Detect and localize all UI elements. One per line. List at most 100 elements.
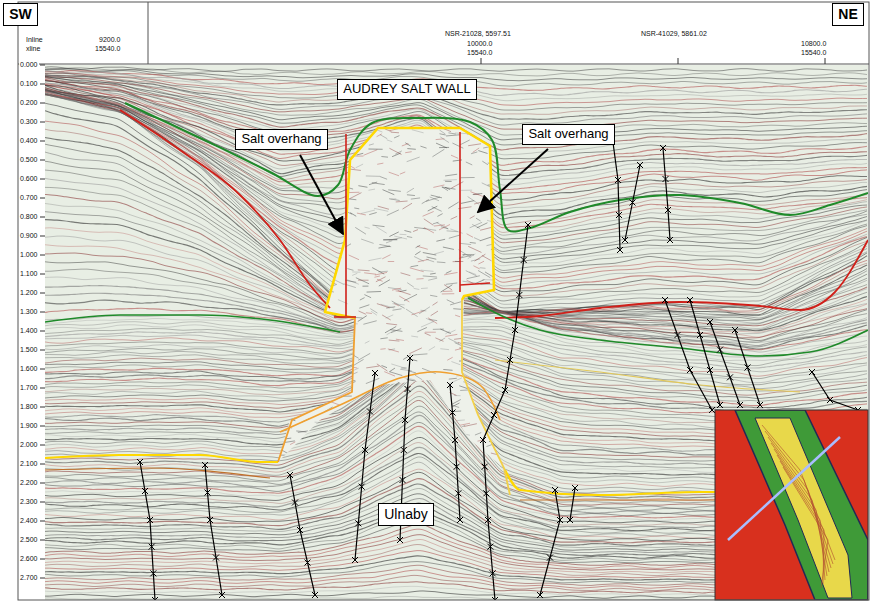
salt-chaotic-texture bbox=[388, 261, 394, 262]
salt-chaotic-texture bbox=[279, 379, 289, 382]
salt-chaotic-texture bbox=[384, 460, 397, 466]
salt-chaotic-texture bbox=[480, 296, 488, 299]
salt-chaotic-texture bbox=[278, 226, 290, 227]
salt-chaotic-texture bbox=[308, 339, 319, 346]
salt-chaotic-texture bbox=[494, 261, 504, 263]
salt-chaotic-texture bbox=[310, 306, 323, 309]
salt-chaotic-texture bbox=[342, 449, 354, 457]
salt-chaotic-texture bbox=[293, 287, 299, 289]
salt-chaotic-texture bbox=[466, 350, 480, 351]
salt-chaotic-texture bbox=[491, 464, 498, 466]
salt-chaotic-texture bbox=[421, 288, 428, 290]
salt-chaotic-texture bbox=[287, 240, 295, 243]
fault-marker bbox=[687, 297, 693, 303]
salt-chaotic-texture bbox=[402, 203, 412, 209]
overhang-line bbox=[345, 134, 347, 316]
fault-line bbox=[735, 330, 760, 405]
salt-chaotic-texture bbox=[506, 233, 518, 235]
salt-chaotic-texture bbox=[331, 372, 337, 374]
salt-chaotic-texture bbox=[290, 303, 295, 306]
node-text: NE bbox=[838, 6, 857, 22]
salt-chaotic-texture bbox=[470, 192, 483, 197]
salt-chaotic-texture bbox=[279, 158, 289, 163]
salt-chaotic-texture bbox=[411, 198, 420, 199]
salt-chaotic-texture bbox=[304, 442, 316, 446]
salt-chaotic-texture bbox=[467, 341, 472, 344]
salt-chaotic-texture bbox=[338, 436, 349, 438]
salt-chaotic-texture bbox=[311, 378, 321, 381]
salt-chaotic-texture bbox=[278, 356, 284, 359]
time-tick bbox=[40, 198, 45, 199]
trace-tick bbox=[825, 58, 826, 64]
header-label: 15540.0 bbox=[800, 49, 827, 57]
time-tick bbox=[40, 578, 45, 579]
salt-chaotic-texture bbox=[332, 454, 337, 457]
fault-marker bbox=[362, 447, 368, 453]
salt-chaotic-texture bbox=[442, 187, 448, 191]
fault-marker bbox=[292, 500, 298, 506]
salt-chaotic-texture bbox=[417, 444, 428, 445]
salt-chaotic-texture bbox=[276, 335, 282, 336]
fault-marker bbox=[454, 464, 460, 470]
salt-chaotic-texture bbox=[388, 190, 401, 192]
salt-chaotic-texture bbox=[369, 212, 376, 214]
fault-marker bbox=[150, 570, 156, 576]
salt-chaotic-texture bbox=[502, 451, 508, 452]
salt-chaotic-texture bbox=[290, 297, 299, 303]
salt-chaotic-texture bbox=[474, 349, 486, 354]
fault-marker bbox=[660, 145, 666, 151]
salt-chaotic-texture bbox=[389, 340, 400, 341]
salt-chaotic-texture bbox=[380, 337, 387, 339]
salt-chaotic-texture bbox=[443, 291, 453, 292]
salt-chaotic-texture bbox=[285, 203, 291, 204]
salt-chaotic-texture bbox=[349, 255, 359, 260]
time-label: 1.100 bbox=[19, 270, 39, 278]
fault-marker bbox=[401, 447, 407, 453]
time-label: 0.800 bbox=[19, 213, 39, 221]
salt-chaotic-texture bbox=[430, 295, 437, 296]
time-tick bbox=[40, 388, 45, 389]
salt-chaotic-texture bbox=[449, 378, 462, 384]
time-tick bbox=[40, 540, 45, 541]
salt-chaotic-texture bbox=[275, 365, 282, 369]
salt-chaotic-texture bbox=[454, 425, 465, 431]
time-tick bbox=[40, 255, 45, 256]
time-tick bbox=[40, 502, 45, 503]
salt-chaotic-texture bbox=[424, 219, 433, 225]
salt-chaotic-texture bbox=[449, 235, 460, 238]
salt-chaotic-texture bbox=[440, 134, 446, 135]
salt-chaotic-texture bbox=[348, 192, 359, 193]
salt-chaotic-texture bbox=[466, 442, 475, 446]
salt-chaotic-texture bbox=[462, 359, 475, 364]
salt-chaotic-texture bbox=[383, 405, 393, 409]
salt-chaotic-texture bbox=[366, 175, 380, 176]
salt-chaotic-texture bbox=[474, 238, 481, 241]
salt-chaotic-texture bbox=[373, 397, 382, 398]
time-tick bbox=[40, 407, 45, 408]
salt-chaotic-texture bbox=[283, 215, 295, 220]
salt-chaotic-texture bbox=[501, 231, 510, 236]
salt-chaotic-texture bbox=[314, 201, 321, 203]
salt-chaotic-texture bbox=[505, 254, 511, 256]
salt-chaotic-texture bbox=[429, 346, 435, 350]
salt-chaotic-texture bbox=[311, 277, 318, 279]
fault-marker bbox=[630, 200, 636, 206]
time-label: 0.100 bbox=[19, 80, 39, 88]
salt-chaotic-texture bbox=[352, 271, 360, 272]
salt-chaotic-texture bbox=[467, 370, 473, 371]
salt-chaotic-texture bbox=[485, 407, 494, 409]
fault-marker bbox=[667, 237, 673, 243]
overhang-line bbox=[459, 132, 461, 292]
trace-tick bbox=[678, 58, 679, 64]
salt-chaotic-texture bbox=[472, 467, 482, 469]
fault-marker bbox=[213, 555, 219, 561]
salt-chaotic-texture bbox=[451, 400, 461, 405]
salt-chaotic-texture bbox=[293, 360, 299, 363]
salt-chaotic-texture bbox=[279, 164, 288, 166]
salt-chaotic-texture bbox=[279, 388, 289, 392]
salt-chaotic-texture bbox=[358, 280, 369, 281]
fault-marker bbox=[615, 177, 621, 183]
salt-chaotic-texture bbox=[502, 206, 513, 213]
salt-chaotic-texture bbox=[459, 347, 468, 348]
salt-chaotic-texture bbox=[451, 216, 458, 219]
